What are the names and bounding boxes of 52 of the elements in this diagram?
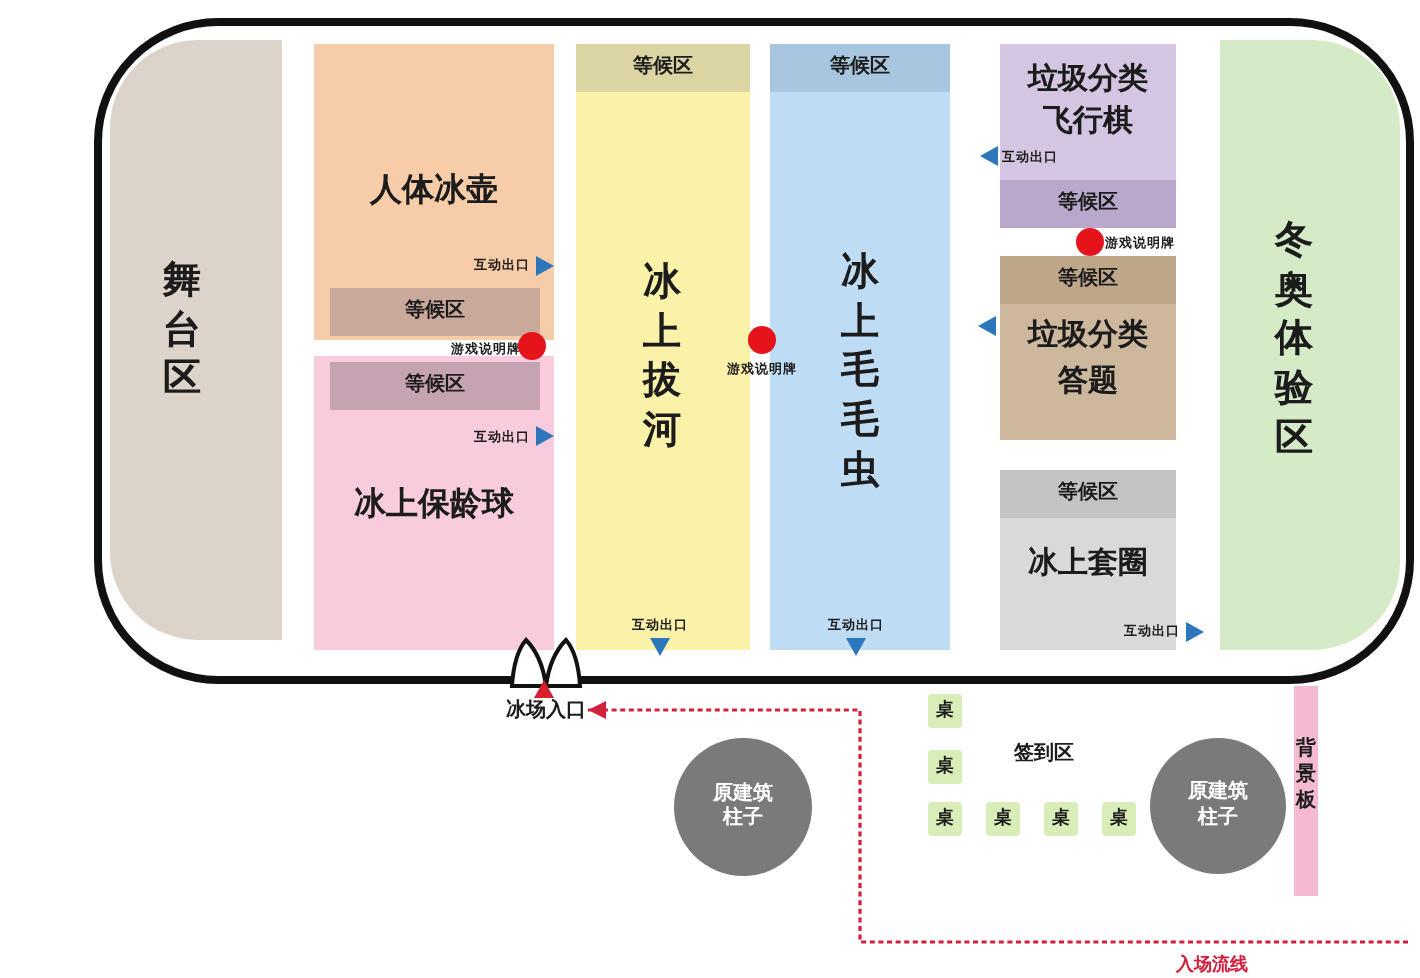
flow-arrow	[588, 701, 1408, 944]
waiting-zone	[330, 288, 540, 336]
rink-outline	[94, 18, 1414, 684]
table-label: 桌	[994, 807, 1012, 831]
zone-title: 冰上毛毛虫	[840, 248, 880, 495]
activity-zone	[314, 356, 554, 650]
table-tile	[986, 802, 1020, 836]
activity-zone	[1000, 470, 1176, 650]
activity-zone	[770, 44, 950, 650]
table-label: 桌	[936, 807, 954, 831]
table-label: 桌	[1110, 807, 1128, 831]
table-tile	[1102, 802, 1136, 836]
waiting-zone	[1000, 180, 1176, 228]
activity-zone	[1000, 44, 1176, 228]
table-label: 桌	[936, 699, 954, 723]
table-tile	[928, 694, 962, 728]
zone-title: 冬奥体验区	[1274, 216, 1314, 463]
zone-title: 垃圾分类飞行棋	[1025, 58, 1150, 142]
activity-zone	[314, 44, 554, 340]
table-label: 桌	[1052, 807, 1070, 831]
area-label: 签到区	[1014, 742, 1074, 766]
waiting-zone-title: 等候区	[1058, 267, 1118, 293]
activity-zone	[1000, 256, 1176, 440]
waiting-zone-title: 等候区	[1058, 191, 1118, 217]
zone-title: 冰上保龄球	[354, 484, 514, 524]
waiting-zone	[1000, 256, 1176, 304]
waiting-zone-title: 等候区	[405, 299, 465, 325]
backdrop-board	[1294, 686, 1318, 896]
backdrop-label: 背景板	[1295, 736, 1317, 814]
activity-zone	[1220, 40, 1400, 650]
table-tile	[928, 750, 962, 784]
waiting-zone	[770, 44, 950, 92]
zone-title: 人体冰壶	[370, 170, 498, 210]
waiting-zone-title: 等候区	[1058, 481, 1118, 507]
activity-zone	[110, 40, 282, 640]
table-tile	[1044, 802, 1078, 836]
waiting-zone-title: 等候区	[633, 55, 693, 81]
waiting-zone	[576, 44, 750, 92]
waiting-zone-title: 等候区	[405, 373, 465, 399]
pillar-label: 原建筑柱子	[711, 782, 775, 832]
entrance-label: 冰场入口	[506, 700, 586, 724]
table-tile	[928, 802, 962, 836]
zone-title: 冰上拔河	[642, 258, 682, 456]
zone-title: 舞台区	[162, 256, 202, 405]
table-label: 桌	[936, 755, 954, 779]
zone-title: 垃圾分类答题	[1025, 314, 1150, 401]
waiting-zone-title: 等候区	[830, 55, 890, 81]
waiting-zone	[330, 362, 540, 410]
zone-title: 冰上套圈	[1028, 544, 1148, 582]
edge-label: 入场流线	[1174, 955, 1250, 977]
pillar-label: 原建筑柱子	[1186, 781, 1250, 831]
waiting-zone	[1000, 470, 1176, 518]
